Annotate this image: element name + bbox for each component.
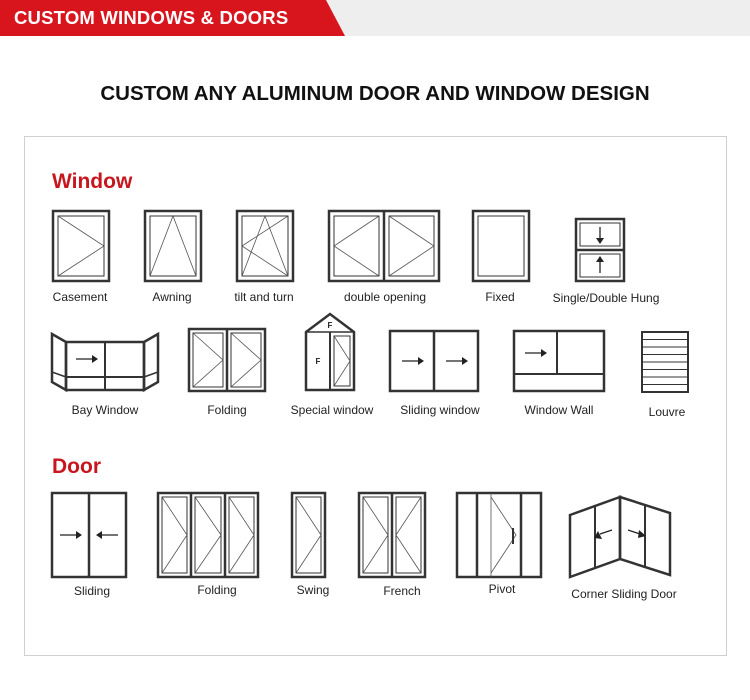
louvre-window <box>641 331 689 393</box>
fixed-window <box>471 209 531 283</box>
awning-window-icon <box>143 209 203 283</box>
folding-window <box>187 327 267 393</box>
pivot-door <box>455 491 543 579</box>
sliding-door <box>50 491 128 579</box>
bay-window-icon <box>50 331 160 393</box>
banner-title: CUSTOM WINDOWS & DOORS <box>14 7 289 28</box>
swing-door <box>290 491 327 579</box>
hung-label: Single/Double Hung <box>552 291 660 305</box>
french-door-label: French <box>383 584 421 598</box>
special-window-glyph-left: F <box>316 357 321 366</box>
sliding-window-label: Sliding window <box>400 403 480 417</box>
bay-window <box>50 328 160 393</box>
hung-window-icon <box>574 217 626 283</box>
double-opening-label: double opening <box>343 290 427 304</box>
awning-window <box>143 209 203 283</box>
window-wall-label: Window Wall <box>524 403 594 417</box>
pivot-door-label: Pivot <box>488 582 516 596</box>
folding-window-label: Folding <box>207 403 247 417</box>
pivot-door-icon <box>455 491 543 579</box>
tilt-and-turn-window-icon <box>235 209 295 283</box>
fixed-label: Fixed <box>485 290 515 304</box>
awning-label: Awning <box>152 290 192 304</box>
swing-door-label: Swing <box>296 583 330 597</box>
swing-door-icon <box>290 491 327 579</box>
fixed-window-icon <box>471 209 531 283</box>
corner-sliding-door-label: Corner Sliding Door <box>571 587 677 601</box>
tilt-and-turn-window <box>235 209 295 283</box>
casement-label: Casement <box>52 290 108 304</box>
louvre-label: Louvre <box>648 405 686 419</box>
folding-door-icon <box>156 491 260 579</box>
corner-sliding-door <box>568 495 672 579</box>
casement-window-icon <box>51 209 111 283</box>
hung-window <box>574 217 626 283</box>
tilt-and-turn-label: tilt and turn <box>234 290 294 304</box>
french-door <box>357 491 427 579</box>
window-wall <box>512 329 606 393</box>
page-headline: CUSTOM ANY ALUMINUM DOOR AND WINDOW DESI… <box>100 82 650 105</box>
special-window-label: Special window <box>290 403 374 417</box>
double-opening-window-icon <box>327 209 441 283</box>
sliding-door-icon <box>50 491 128 579</box>
louvre-window-icon <box>641 331 689 393</box>
sliding-window-icon <box>388 329 480 393</box>
double-opening-window <box>327 209 441 283</box>
corner-sliding-door-icon <box>568 495 672 579</box>
window-section-title: Window <box>52 170 133 193</box>
folding-window-icon <box>187 327 267 393</box>
special-window: F F <box>304 312 356 392</box>
casement-window <box>51 209 111 283</box>
bay-window-label: Bay Window <box>71 403 139 417</box>
folding-door <box>156 491 260 579</box>
special-window-icon: F F <box>304 312 356 392</box>
sliding-door-label: Sliding <box>73 584 111 598</box>
window-wall-icon <box>512 329 606 393</box>
french-door-icon <box>357 491 427 579</box>
banner-ribbon <box>0 0 345 36</box>
folding-door-label: Folding <box>197 583 237 597</box>
special-window-glyph-top: F <box>328 321 333 330</box>
door-section-title: Door <box>52 455 101 478</box>
sliding-window <box>388 329 480 393</box>
